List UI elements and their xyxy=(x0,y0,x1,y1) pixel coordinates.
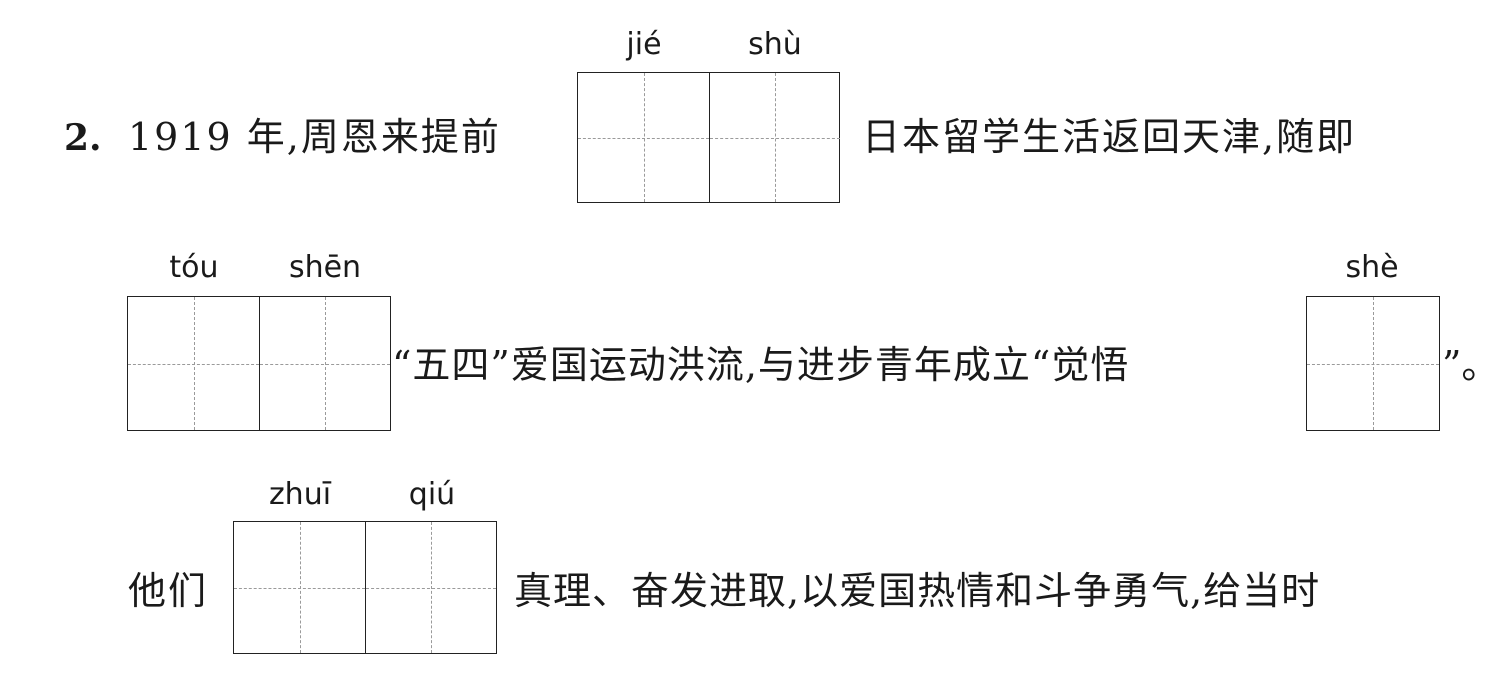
line3-text-after: 真理、奋发进取,以爱国热情和斗争勇气,给当时 xyxy=(514,569,1321,613)
pinyin-tou: tóu xyxy=(169,250,219,285)
pinyin-shu: shù xyxy=(748,27,802,62)
grid-cell-she[interactable] xyxy=(1307,297,1439,430)
line3-text-before: 他们 xyxy=(128,569,209,613)
grid-cell-tou[interactable] xyxy=(128,297,259,430)
grid-cell-shu[interactable] xyxy=(709,73,840,202)
line1-text-before: 1919 年,周恩来提前 xyxy=(128,115,501,159)
grid-cell-zhui[interactable] xyxy=(234,522,365,653)
grid-cell-qiu[interactable] xyxy=(365,522,496,653)
writing-grid-zhuiqiu[interactable] xyxy=(233,521,497,654)
writing-grid-toushen[interactable] xyxy=(127,296,391,431)
line1-text-after: 日本留学生活返回天津,随即 xyxy=(862,115,1357,159)
grid-cell-shen[interactable] xyxy=(259,297,390,430)
pinyin-shen: shēn xyxy=(288,250,362,285)
writing-grid-she[interactable] xyxy=(1306,296,1440,431)
line2-text-after: ”。 xyxy=(1442,343,1500,387)
pinyin-jie: jié xyxy=(626,27,662,62)
pinyin-qiu: qiú xyxy=(408,477,456,512)
pinyin-she: shè xyxy=(1345,250,1399,285)
pinyin-zhui: zhuī xyxy=(268,477,332,512)
line2-text-middle: “五四”爱国运动洪流,与进步青年成立“觉悟 xyxy=(392,343,1130,387)
writing-grid-jieshu[interactable] xyxy=(577,72,840,203)
question-number: 2. xyxy=(64,117,102,159)
grid-cell-jie[interactable] xyxy=(578,73,709,202)
